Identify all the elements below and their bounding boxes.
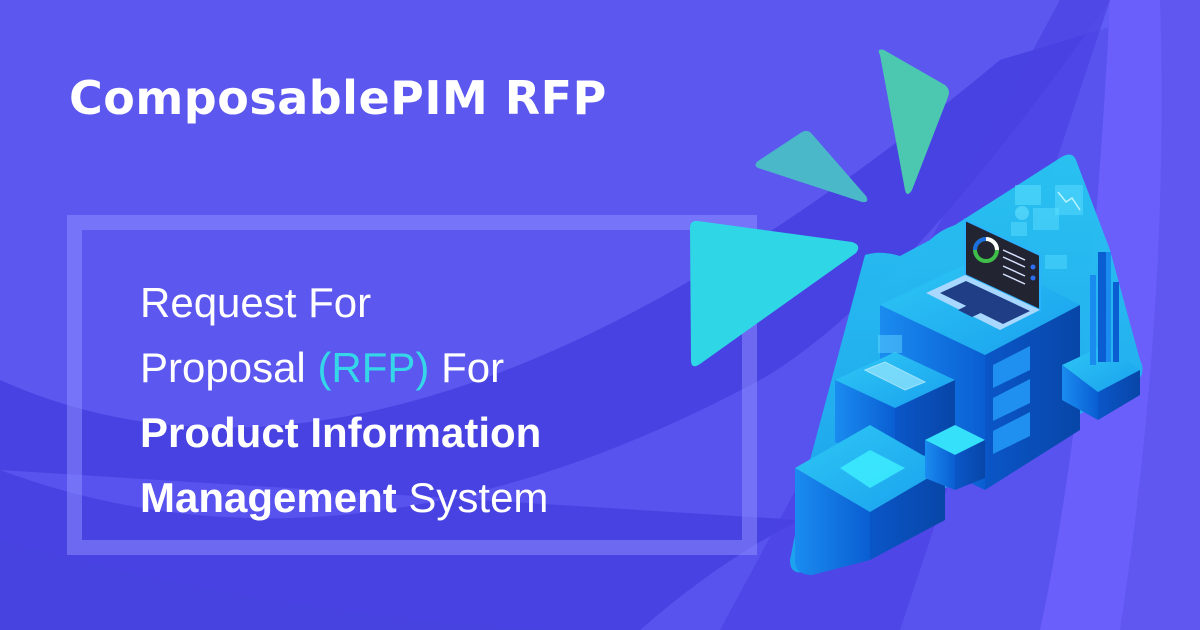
headline-line-4: Management System	[140, 465, 548, 530]
headline-line-4-light: System	[396, 474, 549, 521]
headline-line-1: Request For	[140, 279, 372, 326]
page-title: ComposablePIM RFP	[69, 71, 607, 125]
headline-line-4-bold: Management	[140, 474, 397, 521]
headline-text: Request For Proposal (RFP) For Product I…	[140, 270, 548, 530]
headline-line-3: Product Information	[140, 409, 542, 456]
headline-line-2-start: Proposal	[140, 344, 318, 391]
teal-triangle-top	[878, 49, 949, 194]
headline-accent-rfp: (RFP)	[317, 344, 430, 391]
headline-line-2: Proposal (RFP) For	[140, 335, 548, 400]
cyan-triangle-large	[690, 220, 859, 367]
headline-line-2-end: For	[429, 344, 505, 391]
teal-triangle-mid	[755, 130, 868, 203]
